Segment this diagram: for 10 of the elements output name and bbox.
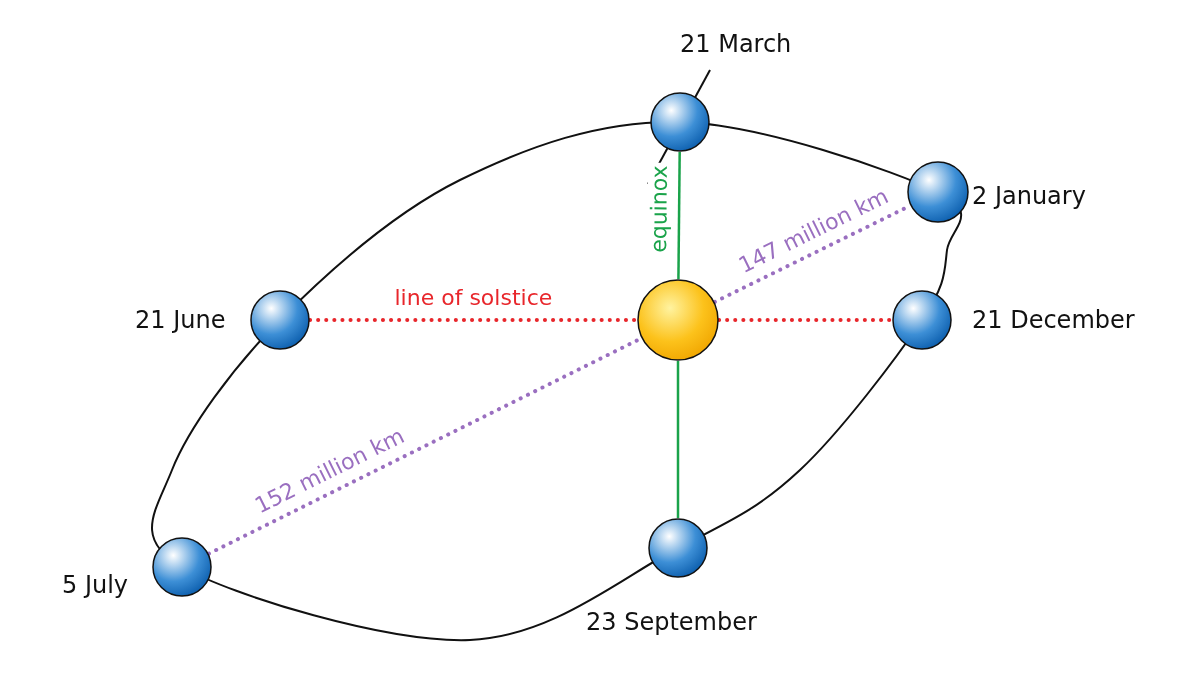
dotted-line	[308, 318, 639, 322]
line	[677, 152, 681, 279]
date-label: 21 March	[680, 30, 792, 58]
date-label: 21 December	[972, 306, 1135, 334]
dotted-line	[717, 318, 894, 322]
date-label: 2 January	[972, 182, 1086, 210]
line	[676, 361, 680, 518]
date-label: 5 July	[62, 571, 129, 599]
date-label: 23 September	[586, 608, 757, 636]
date-label: 21 June	[135, 306, 226, 334]
